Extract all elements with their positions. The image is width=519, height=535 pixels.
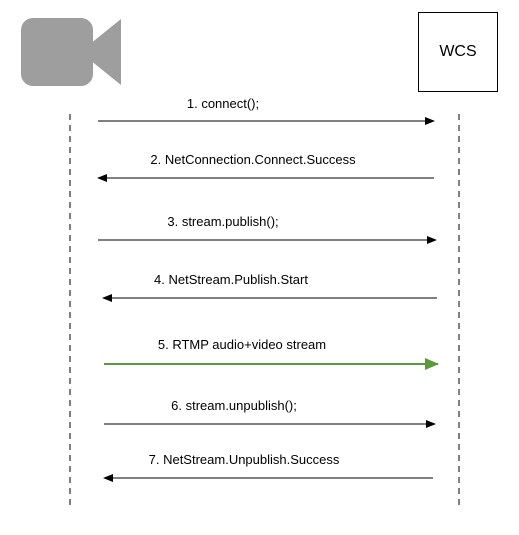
message-label-2: 2. NetConnection.Connect.Success [150, 152, 356, 167]
message-label-1: 1. connect(); [186, 96, 260, 111]
message-label-7: 7. NetStream.Unpublish.Success [148, 452, 340, 467]
wcs-server-box: WCS [418, 12, 498, 92]
message-label-5: 5. RTMP audio+video stream [157, 337, 327, 352]
message-label-6: 6. stream.unpublish(); [171, 398, 297, 413]
video-camera-icon [21, 18, 121, 86]
wcs-label: WCS [439, 43, 477, 60]
message-label-3: 3. stream.publish(); [167, 214, 279, 229]
message-label-4: 4. NetStream.Publish.Start [154, 272, 308, 287]
